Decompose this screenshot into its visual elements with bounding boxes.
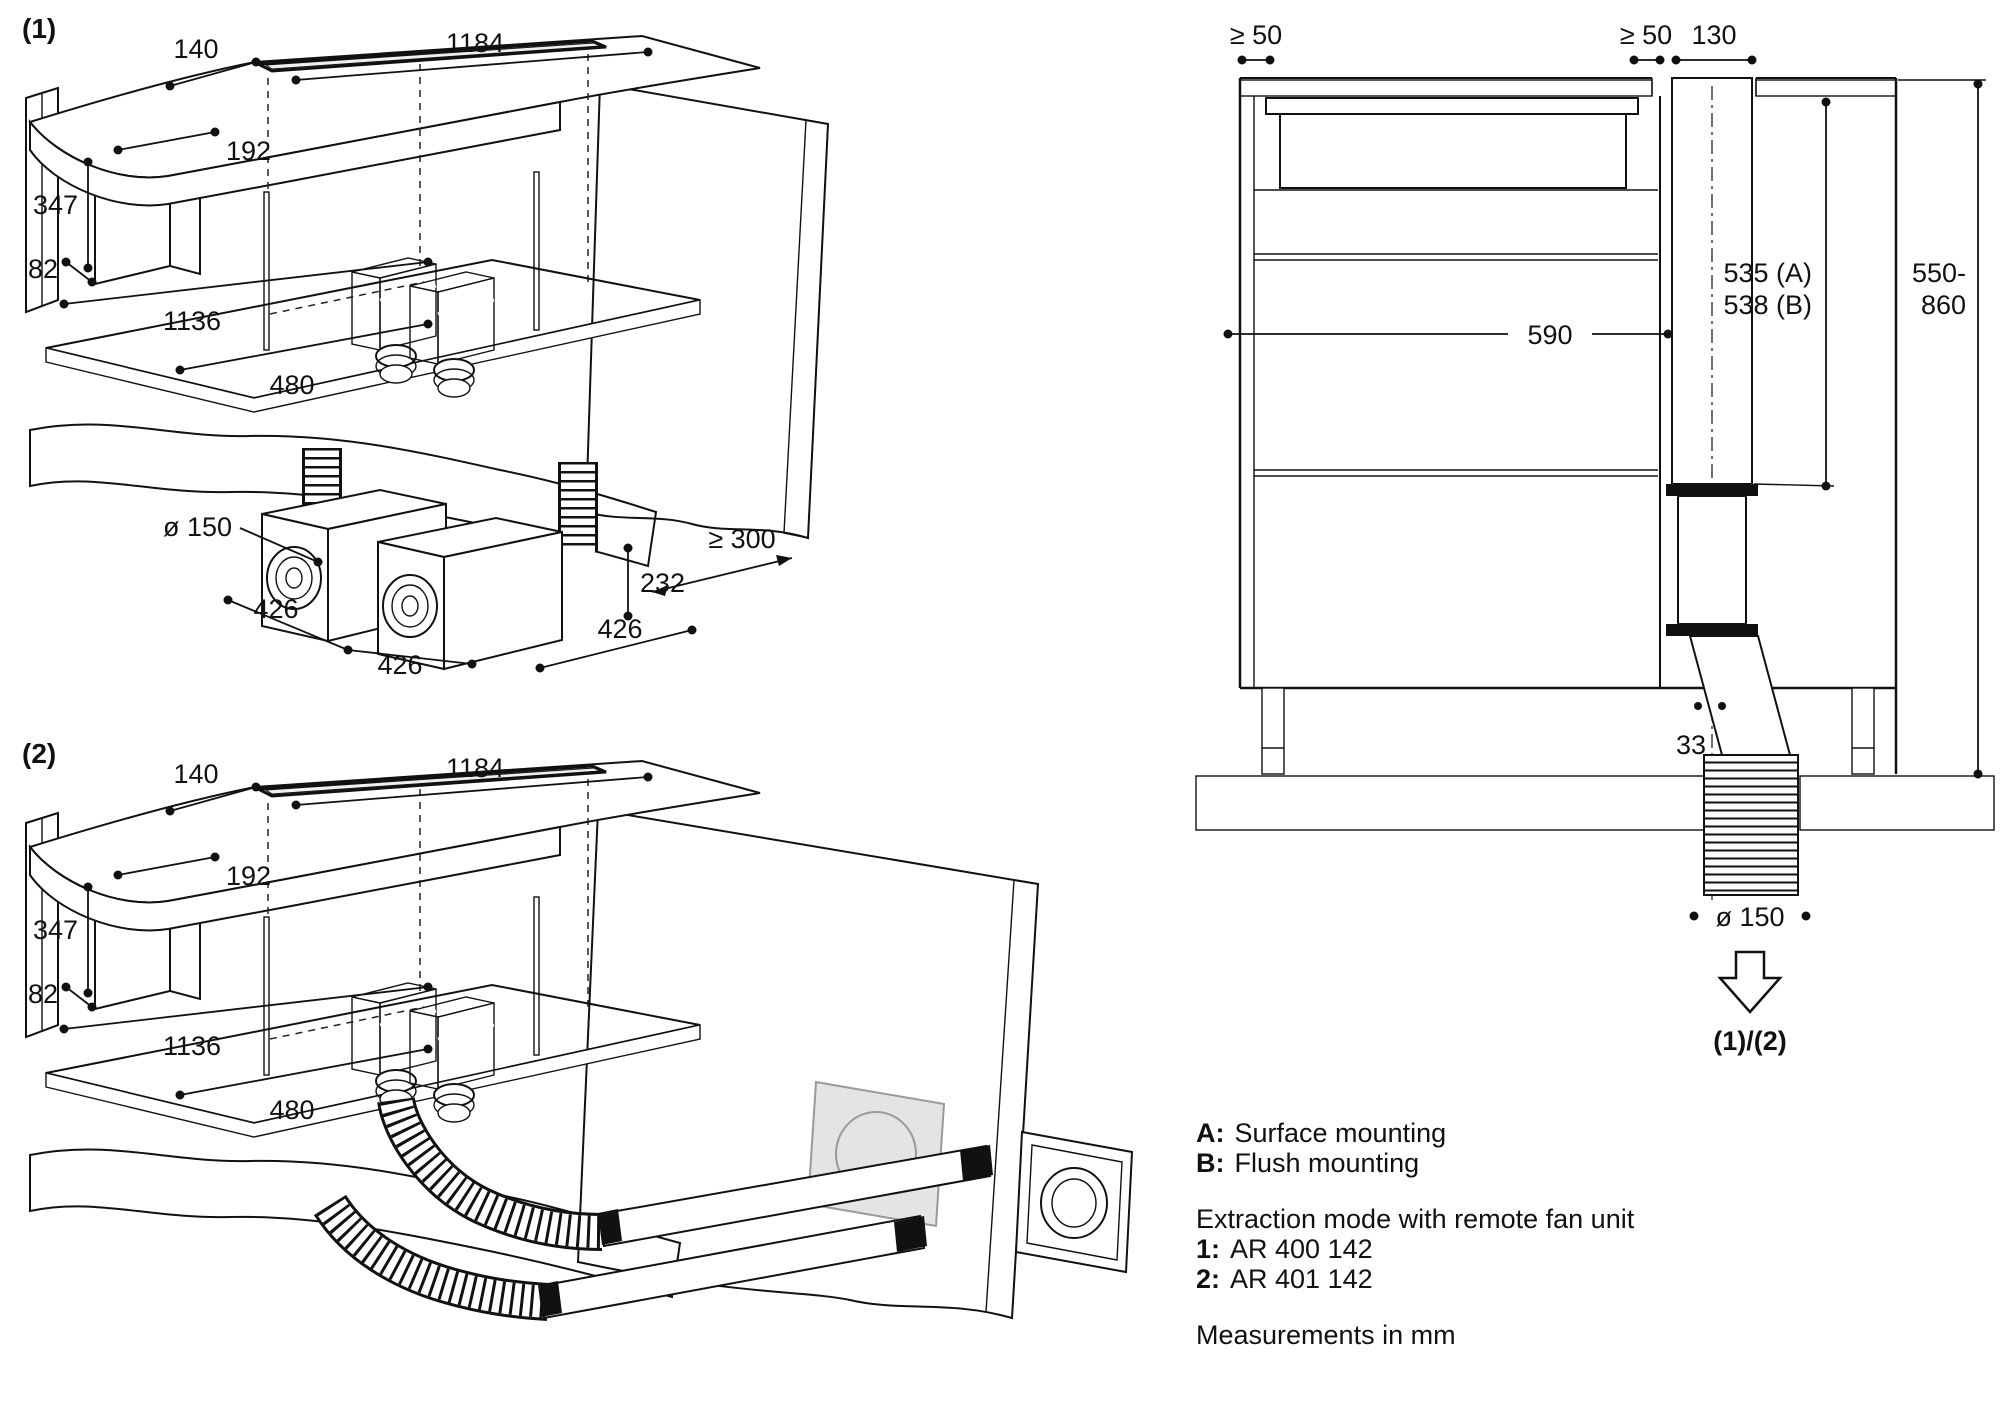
fig2-flat-duct-1 bbox=[598, 1144, 993, 1248]
fig1-dim-duct-diameter: ø 150 bbox=[163, 512, 232, 542]
legend-item1-text: AR 400 142 bbox=[1230, 1234, 1373, 1264]
legend-mode-line: Extraction mode with remote fan unit bbox=[1196, 1204, 1635, 1234]
section-cooktop bbox=[1265, 97, 1639, 115]
fig2-dim-slot-length: 1184 bbox=[446, 753, 504, 783]
section-cooktop-body bbox=[1279, 113, 1627, 189]
section-countertop-right bbox=[1755, 79, 1897, 97]
legend-units-line: Measurements in mm bbox=[1196, 1320, 1456, 1350]
section-floor-right bbox=[1799, 775, 1995, 831]
fig1-dimension-marks bbox=[59, 47, 793, 673]
fig1-dim-slot-offset: 140 bbox=[173, 34, 218, 64]
section-dim-height-range-bottom: 860 bbox=[1921, 290, 1966, 320]
fig2-dimension-marks bbox=[59, 772, 653, 1100]
fig1-dim-fan-height: 232 bbox=[640, 568, 685, 598]
section-dim-cabinet-width: 590 bbox=[1527, 320, 1572, 350]
fig1-dim-wall-clearance: ≥ 300 bbox=[708, 524, 775, 554]
legend-item2-key: 2: bbox=[1196, 1264, 1220, 1294]
down-arrow-icon bbox=[1717, 950, 1783, 1014]
figure-2-label: (2) bbox=[22, 738, 56, 769]
fig2-flat-duct-2 bbox=[538, 1214, 927, 1320]
section-outlet-label: (1)/(2) bbox=[1713, 1026, 1787, 1056]
legend-b-key: B: bbox=[1196, 1148, 1225, 1178]
fig1-dim-base-length: 1136 bbox=[163, 306, 221, 336]
section-dim-clearance-left: ≥ 50 bbox=[1230, 20, 1282, 50]
legend-item2-text: AR 401 142 bbox=[1230, 1264, 1373, 1294]
section-countertop-left bbox=[1239, 79, 1653, 97]
section-dim-center-offset: 33 bbox=[1676, 730, 1706, 760]
legend-line-2: 2: AR 401 142 bbox=[1196, 1264, 1373, 1294]
fig2-dim-base-length: 1136 bbox=[163, 1031, 221, 1061]
section-leg-right bbox=[1851, 687, 1875, 775]
fig1-dim-fan-b: 426 bbox=[377, 650, 422, 680]
figure-2: (2) 140 1184 192 347 82 1136 480 bbox=[22, 738, 1134, 1321]
section-leg-left bbox=[1261, 687, 1285, 775]
fig1-fan-unit-2 bbox=[377, 516, 563, 671]
fig1-hose-columns bbox=[302, 448, 598, 552]
section-dim-duct-width: 130 bbox=[1691, 20, 1736, 50]
fig2-dim-base-depth: 480 bbox=[269, 1095, 314, 1125]
fig1-back-wall bbox=[584, 82, 830, 540]
legend-a-text: Surface mounting bbox=[1235, 1118, 1447, 1148]
legend-item1-key: 1: bbox=[1196, 1234, 1220, 1264]
section-dim-clearance-right: ≥ 50 bbox=[1620, 20, 1672, 50]
fig1-dim-base-depth: 480 bbox=[269, 370, 314, 400]
legend-line-a: A: Surface mounting bbox=[1196, 1118, 1446, 1148]
fig1-dim-fan-a: 426 bbox=[253, 594, 298, 624]
legend-line-b: B: Flush mounting bbox=[1196, 1148, 1419, 1178]
section-dim-hose-diameter: ø 150 bbox=[1715, 902, 1784, 932]
section-duct-channel bbox=[1666, 77, 1799, 900]
fig2-wall-outlet bbox=[1014, 1130, 1134, 1274]
fig1-dim-module-height: 347 bbox=[33, 190, 78, 220]
section-dim-height-flush: 538 (B) bbox=[1723, 290, 1812, 320]
fig2-flexible-hose-2 bbox=[313, 1194, 550, 1321]
section-flexible-hose bbox=[1703, 754, 1799, 896]
legend-b-text: Flush mounting bbox=[1235, 1148, 1420, 1178]
section-coupling-band-top bbox=[1666, 484, 1758, 496]
fig1-dim-slot-length: 1184 bbox=[446, 28, 504, 58]
legend: A: Surface mounting B: Flush mounting Extr… bbox=[1196, 1118, 1635, 1350]
fig2-dim-module-width: 192 bbox=[226, 861, 271, 891]
legend-line-1: 1: AR 400 142 bbox=[1196, 1234, 1373, 1264]
figure-1: (1) 140 1184 192 347 82 1136 480 ø 150 ≥… bbox=[22, 13, 830, 680]
section-floor-left bbox=[1195, 775, 1705, 831]
figure-1-label: (1) bbox=[22, 13, 56, 44]
section-dim-height-range-top: 550- bbox=[1912, 258, 1966, 288]
fig1-worktop-band bbox=[29, 423, 658, 568]
side-section-view: ≥ 50 ≥ 50 130 590 535 (A) 538 (B) 550- 8… bbox=[1195, 20, 1995, 1056]
section-dim-height-surface: 535 (A) bbox=[1723, 258, 1812, 288]
fig2-flexible-hose-1 bbox=[377, 1096, 603, 1251]
fig2-dim-slot-offset: 140 bbox=[173, 759, 218, 789]
fig1-dim-module-width: 192 bbox=[226, 136, 271, 166]
fig2-worktop-band bbox=[29, 1148, 682, 1299]
fig2-dim-module-depth: 82 bbox=[28, 979, 58, 1009]
legend-a-key: A: bbox=[1196, 1118, 1225, 1148]
section-coupling-band-bottom bbox=[1666, 624, 1758, 636]
section-dimension-marks bbox=[1223, 55, 1986, 921]
fig1-dim-module-depth: 82 bbox=[28, 254, 58, 284]
fig2-dim-module-height: 347 bbox=[33, 915, 78, 945]
fig1-dim-fan-c: 426 bbox=[597, 614, 642, 644]
section-cabinet bbox=[1238, 77, 1898, 775]
